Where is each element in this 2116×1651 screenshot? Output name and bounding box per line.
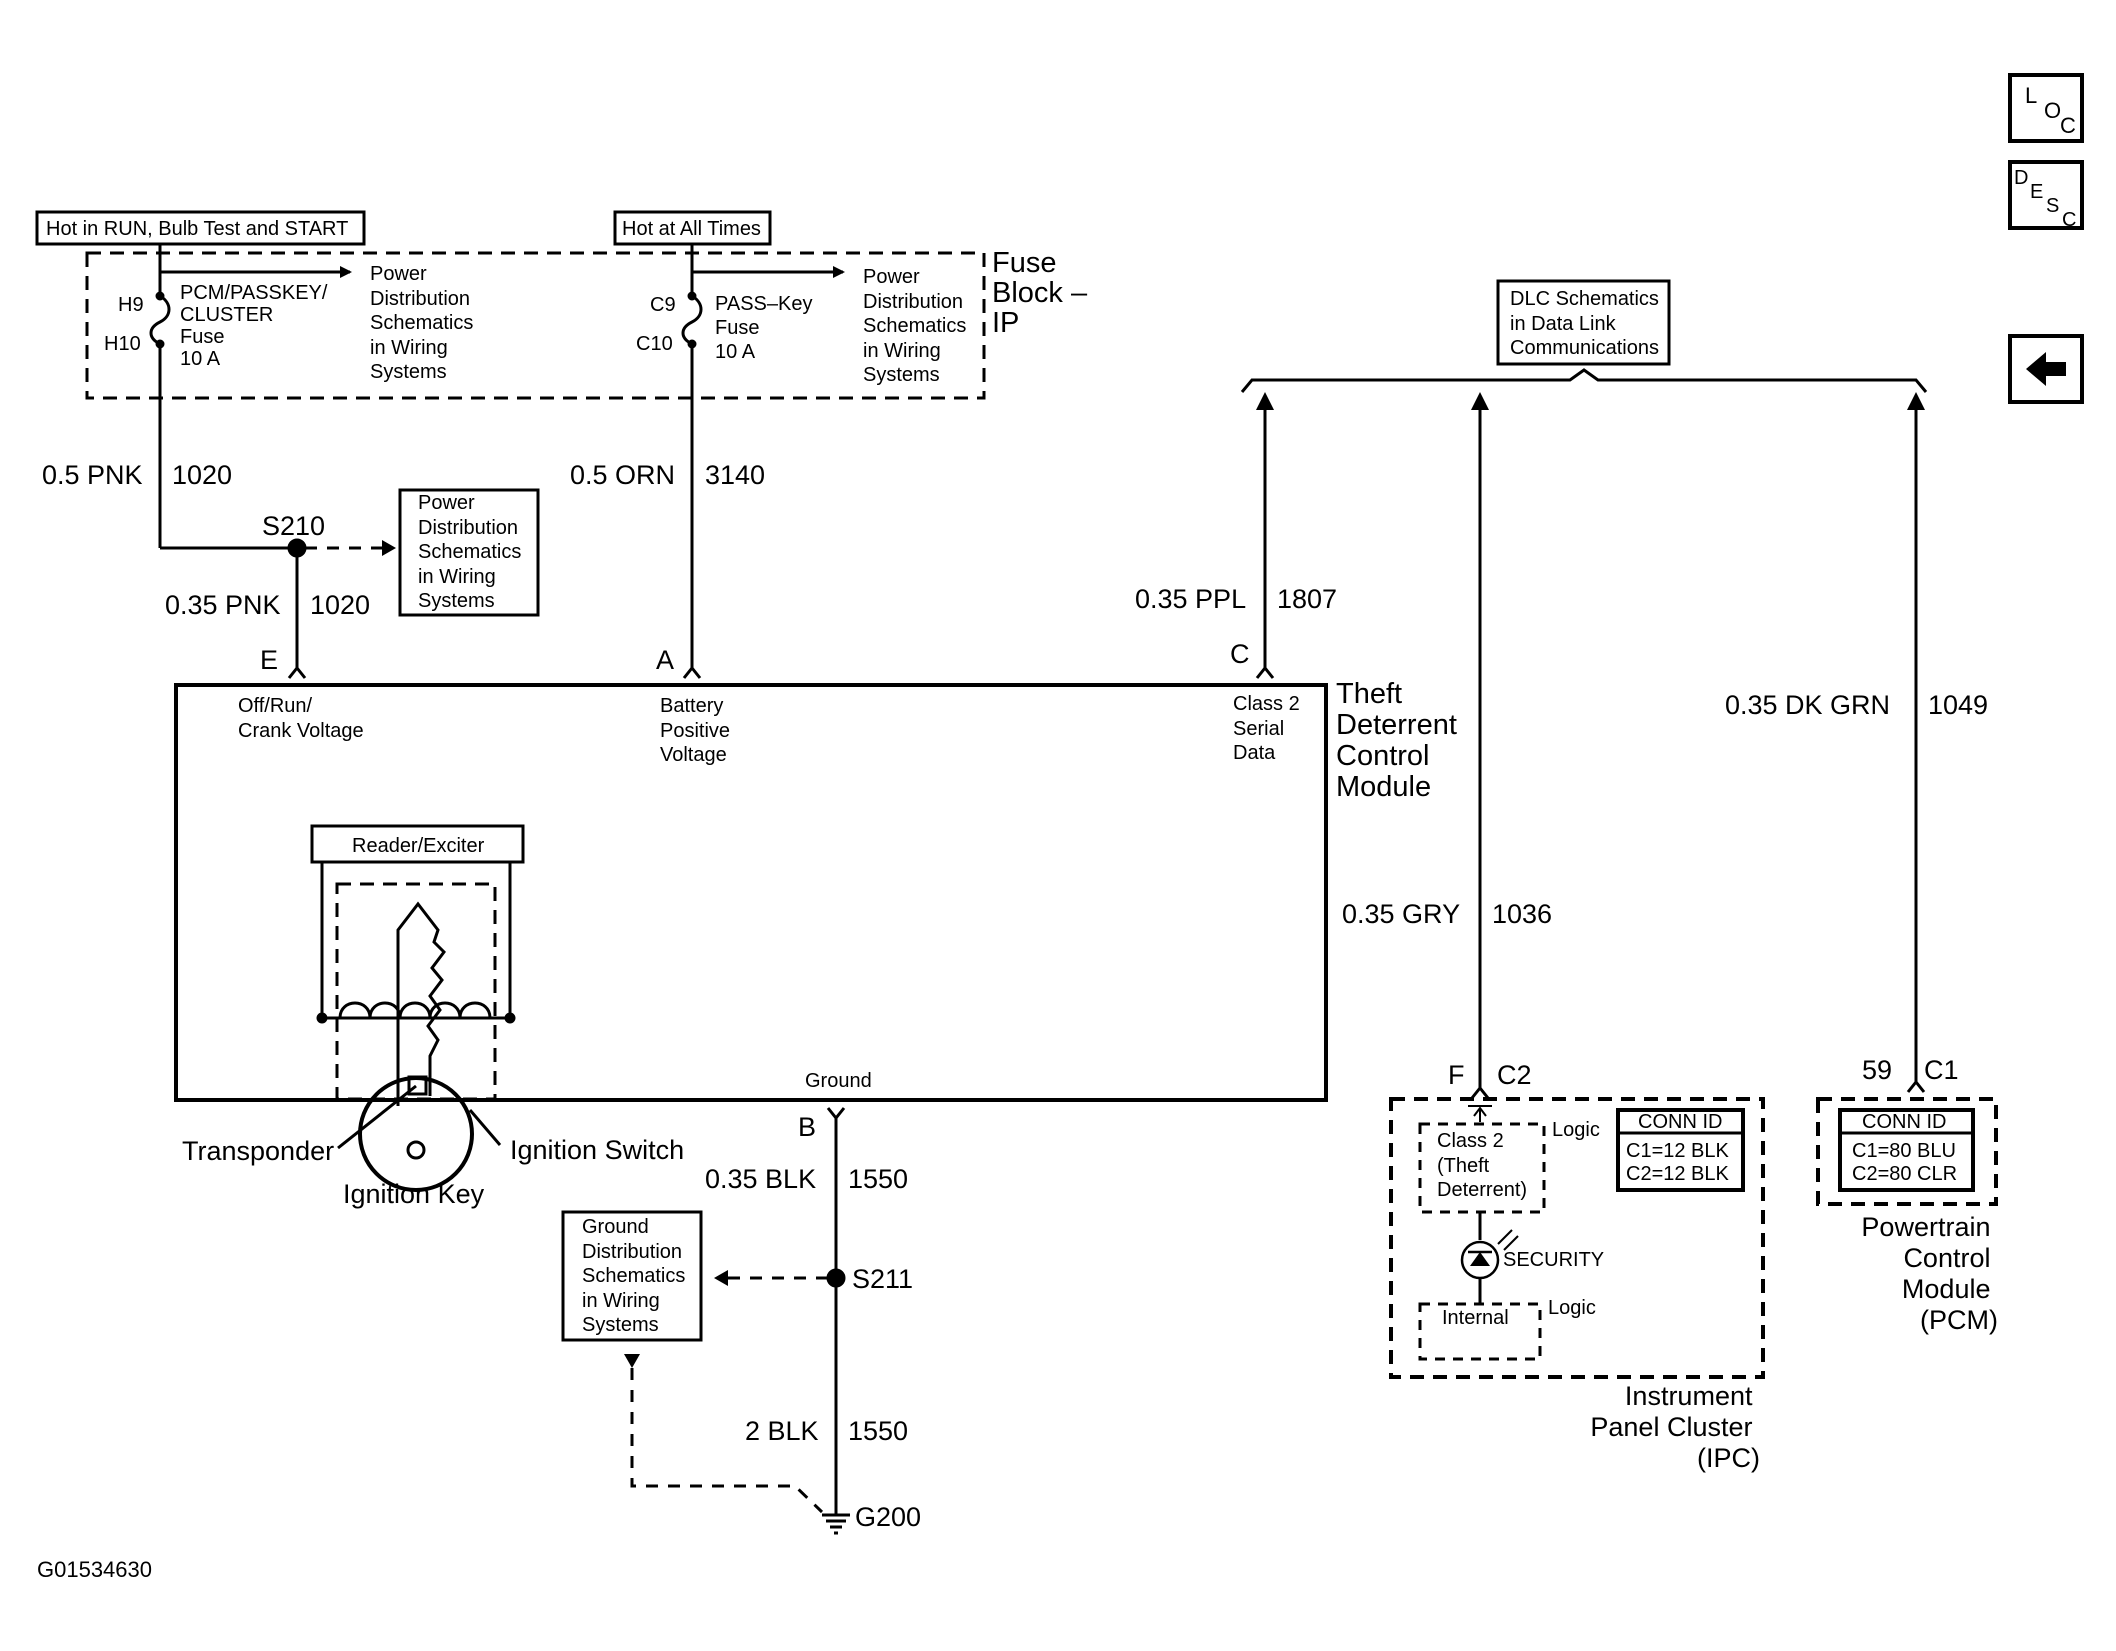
hot-in-run-box: [35, 210, 366, 246]
wire-orn-size: 0.5 ORN: [570, 460, 675, 490]
wire-blk2-circuit: 1550: [848, 1416, 908, 1446]
splice-s210: [287, 538, 307, 558]
svg-text:CONN ID: CONN ID: [1638, 1111, 1722, 1133]
svg-text:Reader/Exciter: Reader/Exciter: [352, 835, 485, 857]
hot-at-all-times-label: Hot at All Times: [622, 218, 761, 240]
fuse-pass-key: [681, 244, 845, 670]
svg-text:S210: S210: [262, 511, 325, 541]
pd-ref-2: Power Distribution Schematics in Wiring …: [863, 266, 972, 386]
wire-pnk2-circuit: 1020: [310, 590, 370, 620]
fuse1-label: PCM/PASSKEY/ CLUSTER Fuse 10 A: [180, 282, 333, 370]
svg-text:Logic: Logic: [1548, 1297, 1596, 1319]
svg-text:Class 2 Serial Dat: Class 2 Serial Data: [1233, 693, 1305, 764]
svg-text:Internal: Internal: [1442, 1307, 1509, 1329]
dlc-box: [1496, 279, 1671, 366]
svg-text:C2=80 CLR: C2=80 CLR: [1852, 1163, 1957, 1185]
svg-text:D: D: [2014, 167, 2028, 189]
wire-blk2-size: 2 BLK: [745, 1416, 819, 1446]
svg-text:C1=80 BLU: C1=80 BLU: [1852, 1140, 1956, 1162]
svg-text:CONN ID: CONN ID: [1862, 1111, 1946, 1133]
pin-e: E: [260, 645, 278, 675]
transponder-label: Transponder: [182, 1136, 334, 1166]
wire-pnk-circuit: 1020: [172, 460, 232, 490]
wire-pnk-size: 0.5 PNK: [42, 460, 143, 490]
pin-b: B: [798, 1112, 816, 1142]
svg-text:C1=12 BLK: C1=12 BLK: [1626, 1140, 1730, 1162]
back-arrow-icon: [2026, 352, 2066, 386]
svg-text:O: O: [2044, 98, 2061, 123]
pcm-pin: 59: [1862, 1055, 1892, 1085]
wire-pnk2-size: 0.35 PNK: [165, 590, 281, 620]
ipc-connector: C2: [1497, 1060, 1532, 1090]
loc-button[interactable]: L O C: [2008, 73, 2084, 143]
gd-ref-box: [561, 1210, 703, 1342]
wire-dkgrn-circuit: 1049: [1928, 690, 1988, 720]
reader-coil: [338, 1001, 492, 1019]
ipc-outline: [1389, 1097, 1765, 1379]
ignition-switch-outline: [335, 882, 497, 1101]
svg-text:Ground Distribution: Ground Distribution Schematics in Wiring…: [582, 1216, 691, 1336]
svg-text:C9: C9: [650, 294, 676, 316]
wire-gry-circuit: 1036: [1492, 899, 1552, 929]
fuse-pcm-passkey-cluster: [149, 244, 352, 548]
ignition-switch-label: Ignition Switch: [510, 1135, 684, 1165]
security-label: SECURITY: [1503, 1249, 1604, 1271]
pcm-title: Powertrain Control Module (PCM): [1861, 1212, 1998, 1335]
theft-deterrent-control-module: [174, 683, 1328, 1102]
wire-ppl-size: 0.35 PPL: [1135, 584, 1246, 614]
back-button[interactable]: [2008, 334, 2084, 404]
svg-text:H10: H10: [104, 333, 141, 355]
svg-text:Off/Run/ Crank Voltage: Off/Run/ Crank Voltage: [238, 695, 364, 742]
fuse2-label: PASS–Key Fuse 10 A: [715, 293, 818, 363]
tdcm-title: Theft Deterrent Control Module: [1336, 678, 1465, 803]
ground-label: Ground: [805, 1070, 872, 1092]
svg-text:S: S: [2046, 195, 2059, 217]
ground-g200-icon: [822, 1513, 850, 1535]
svg-text:C: C: [2060, 113, 2076, 138]
diagram-id: G01534630: [37, 1557, 152, 1582]
desc-button[interactable]: D E S C: [2008, 160, 2084, 231]
hot-in-run-label: Hot in RUN, Bulb Test and START: [46, 218, 348, 240]
pcm-conn-id-box: [1838, 1108, 1975, 1192]
svg-text:C2=12 BLK: C2=12 BLK: [1626, 1163, 1730, 1185]
pd-ref-box: [398, 488, 540, 617]
svg-text:Logic: Logic: [1552, 1119, 1600, 1141]
svg-text:L: L: [2025, 83, 2037, 108]
pd-ref-1: Power Distribution Schematics in Wiring …: [370, 263, 479, 383]
ignition-key-label: Ignition Key: [343, 1179, 485, 1209]
wire-ppl-circuit: 1807: [1277, 584, 1337, 614]
pcm-outline: [1816, 1097, 1998, 1206]
pcm-connector: C1: [1924, 1055, 1959, 1085]
ipc-title: Instrument Panel Cluster (IPC): [1590, 1381, 1760, 1473]
ignition-key-icon: [337, 901, 502, 1192]
wire-blk1-size: 0.35 BLK: [705, 1164, 816, 1194]
svg-text:E: E: [2030, 181, 2043, 203]
wire-orn-circuit: 3140: [705, 460, 765, 490]
wire-blk1-circuit: 1550: [848, 1164, 908, 1194]
fuse-block-outline: [85, 251, 986, 400]
security-indicator-icon: [1460, 1229, 1519, 1280]
fuse-block-title: Fuse Block – IP: [992, 247, 1095, 339]
pin-c: C: [1230, 639, 1250, 669]
pin-a: A: [656, 645, 674, 675]
svg-text:DLC Schematics in Data L: DLC Schematics in Data Link Communicatio…: [1510, 288, 1665, 359]
svg-text:Class 2 (Theft Det: Class 2 (Theft Deterrent): [1437, 1130, 1527, 1201]
ipc-class2-box: [1418, 1122, 1546, 1214]
ipc-internal-box: [1418, 1302, 1542, 1361]
wire-dkgrn-size: 0.35 DK GRN: [1725, 690, 1890, 720]
svg-text:H9: H9: [118, 294, 144, 316]
svg-text:Power Distribution: Power Distribution Schematics in Wiring …: [418, 492, 527, 612]
dlc-bus: [1240, 368, 1928, 393]
svg-text:Battery Positive V: Battery Positive Voltage: [660, 695, 736, 766]
reader-exciter-box: [310, 824, 525, 864]
ipc-conn-id-box: [1616, 1108, 1745, 1192]
wire-gry-size: 0.35 GRY: [1342, 899, 1460, 929]
svg-text:S211: S211: [852, 1264, 913, 1294]
svg-text:C: C: [2062, 209, 2076, 231]
svg-text:G200: G200: [855, 1502, 921, 1532]
ipc-pin: F: [1448, 1060, 1465, 1090]
splice-s211: [826, 1268, 846, 1288]
svg-text:C10: C10: [636, 333, 673, 355]
